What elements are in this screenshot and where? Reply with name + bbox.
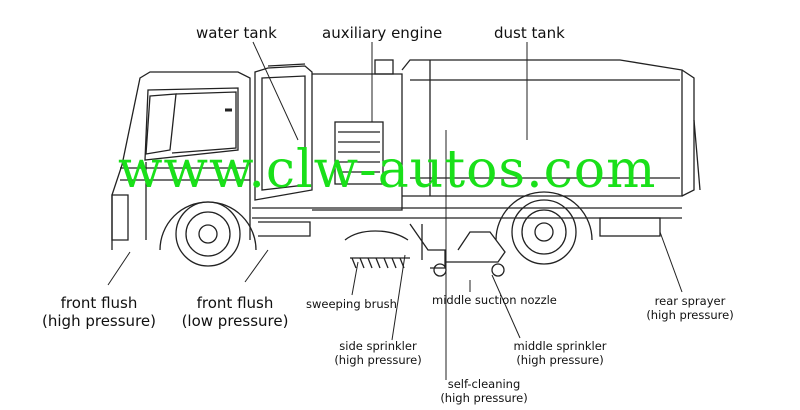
label-side-sprinkler: side sprinkler (high pressure) (328, 339, 428, 368)
label-side-sprinkler-line2: (high pressure) (334, 352, 422, 367)
front-wheel (159, 201, 257, 267)
label-self-cleaning-line1: self-cleaning (447, 377, 521, 391)
label-auxiliary-engine: auxiliary engine (322, 24, 443, 42)
rear-wheel (495, 191, 593, 265)
label-self-cleaning-line2: (high pressure) (440, 390, 528, 405)
label-rear-sprayer: rear sprayer (high pressure) (640, 294, 740, 323)
label-front-flush-low-line2: (low pressure) (181, 312, 289, 330)
watermark: www.clw-autos.com (118, 140, 657, 200)
sweeping-equipment (344, 223, 506, 277)
label-front-flush-high-line2: (high pressure) (42, 312, 156, 330)
truck-body (252, 59, 701, 237)
label-front-flush-low: front flush (low pressure) (176, 294, 294, 330)
label-sweeping-brush: sweeping brush (306, 297, 397, 311)
label-water-tank: water tank (196, 24, 277, 42)
label-middle-sprinkler-line2: (high pressure) (516, 352, 604, 367)
label-front-flush-high-line1: front flush (60, 294, 138, 312)
leader-lines (107, 41, 683, 380)
label-front-flush-low-line1: front flush (196, 294, 274, 312)
truck-cab (111, 71, 251, 250)
label-rear-sprayer-line2: (high pressure) (646, 307, 734, 322)
label-front-flush-high: front flush (high pressure) (40, 294, 158, 330)
label-middle-suction-nozzle: middle suction nozzle (432, 293, 557, 307)
label-rear-sprayer-line1: rear sprayer (654, 294, 726, 308)
label-self-cleaning: self-cleaning (high pressure) (434, 377, 534, 406)
label-middle-sprinkler-line1: middle sprinkler (513, 339, 607, 353)
label-middle-sprinkler: middle sprinkler (high pressure) (508, 339, 612, 368)
label-side-sprinkler-line1: side sprinkler (339, 339, 417, 353)
label-dust-tank: dust tank (494, 24, 565, 42)
